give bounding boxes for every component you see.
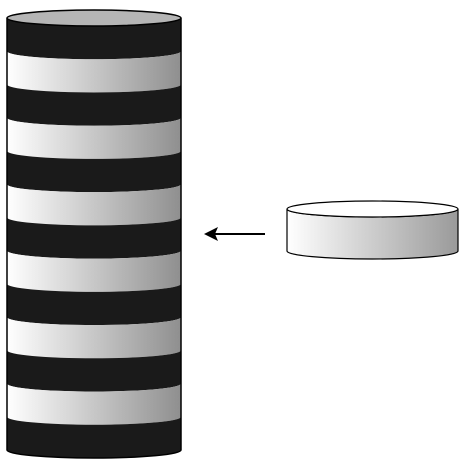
disc-top	[286, 200, 459, 218]
stack-band-light	[7, 51, 181, 93]
arrow-head	[204, 227, 218, 241]
stack-band-light	[7, 117, 181, 159]
stack-band-dark	[7, 283, 181, 326]
stack-band-dark	[7, 350, 181, 392]
stack-band-light	[7, 383, 181, 425]
stack-band-light	[7, 317, 181, 359]
stack-band-dark	[7, 217, 181, 259]
stack-band-light	[7, 250, 181, 292]
stack-band-dark	[7, 416, 181, 458]
stack-outline	[6, 18, 182, 459]
left-arrow-icon	[204, 227, 265, 241]
stack-band-dark	[7, 84, 181, 126]
stack-band-dark	[7, 150, 181, 193]
stack-top-cap	[6, 9, 182, 27]
stack-band-dark	[7, 18, 181, 60]
single-disc	[286, 200, 459, 260]
stack-band-light	[7, 184, 181, 226]
striped-cylinder-stack	[6, 9, 182, 459]
